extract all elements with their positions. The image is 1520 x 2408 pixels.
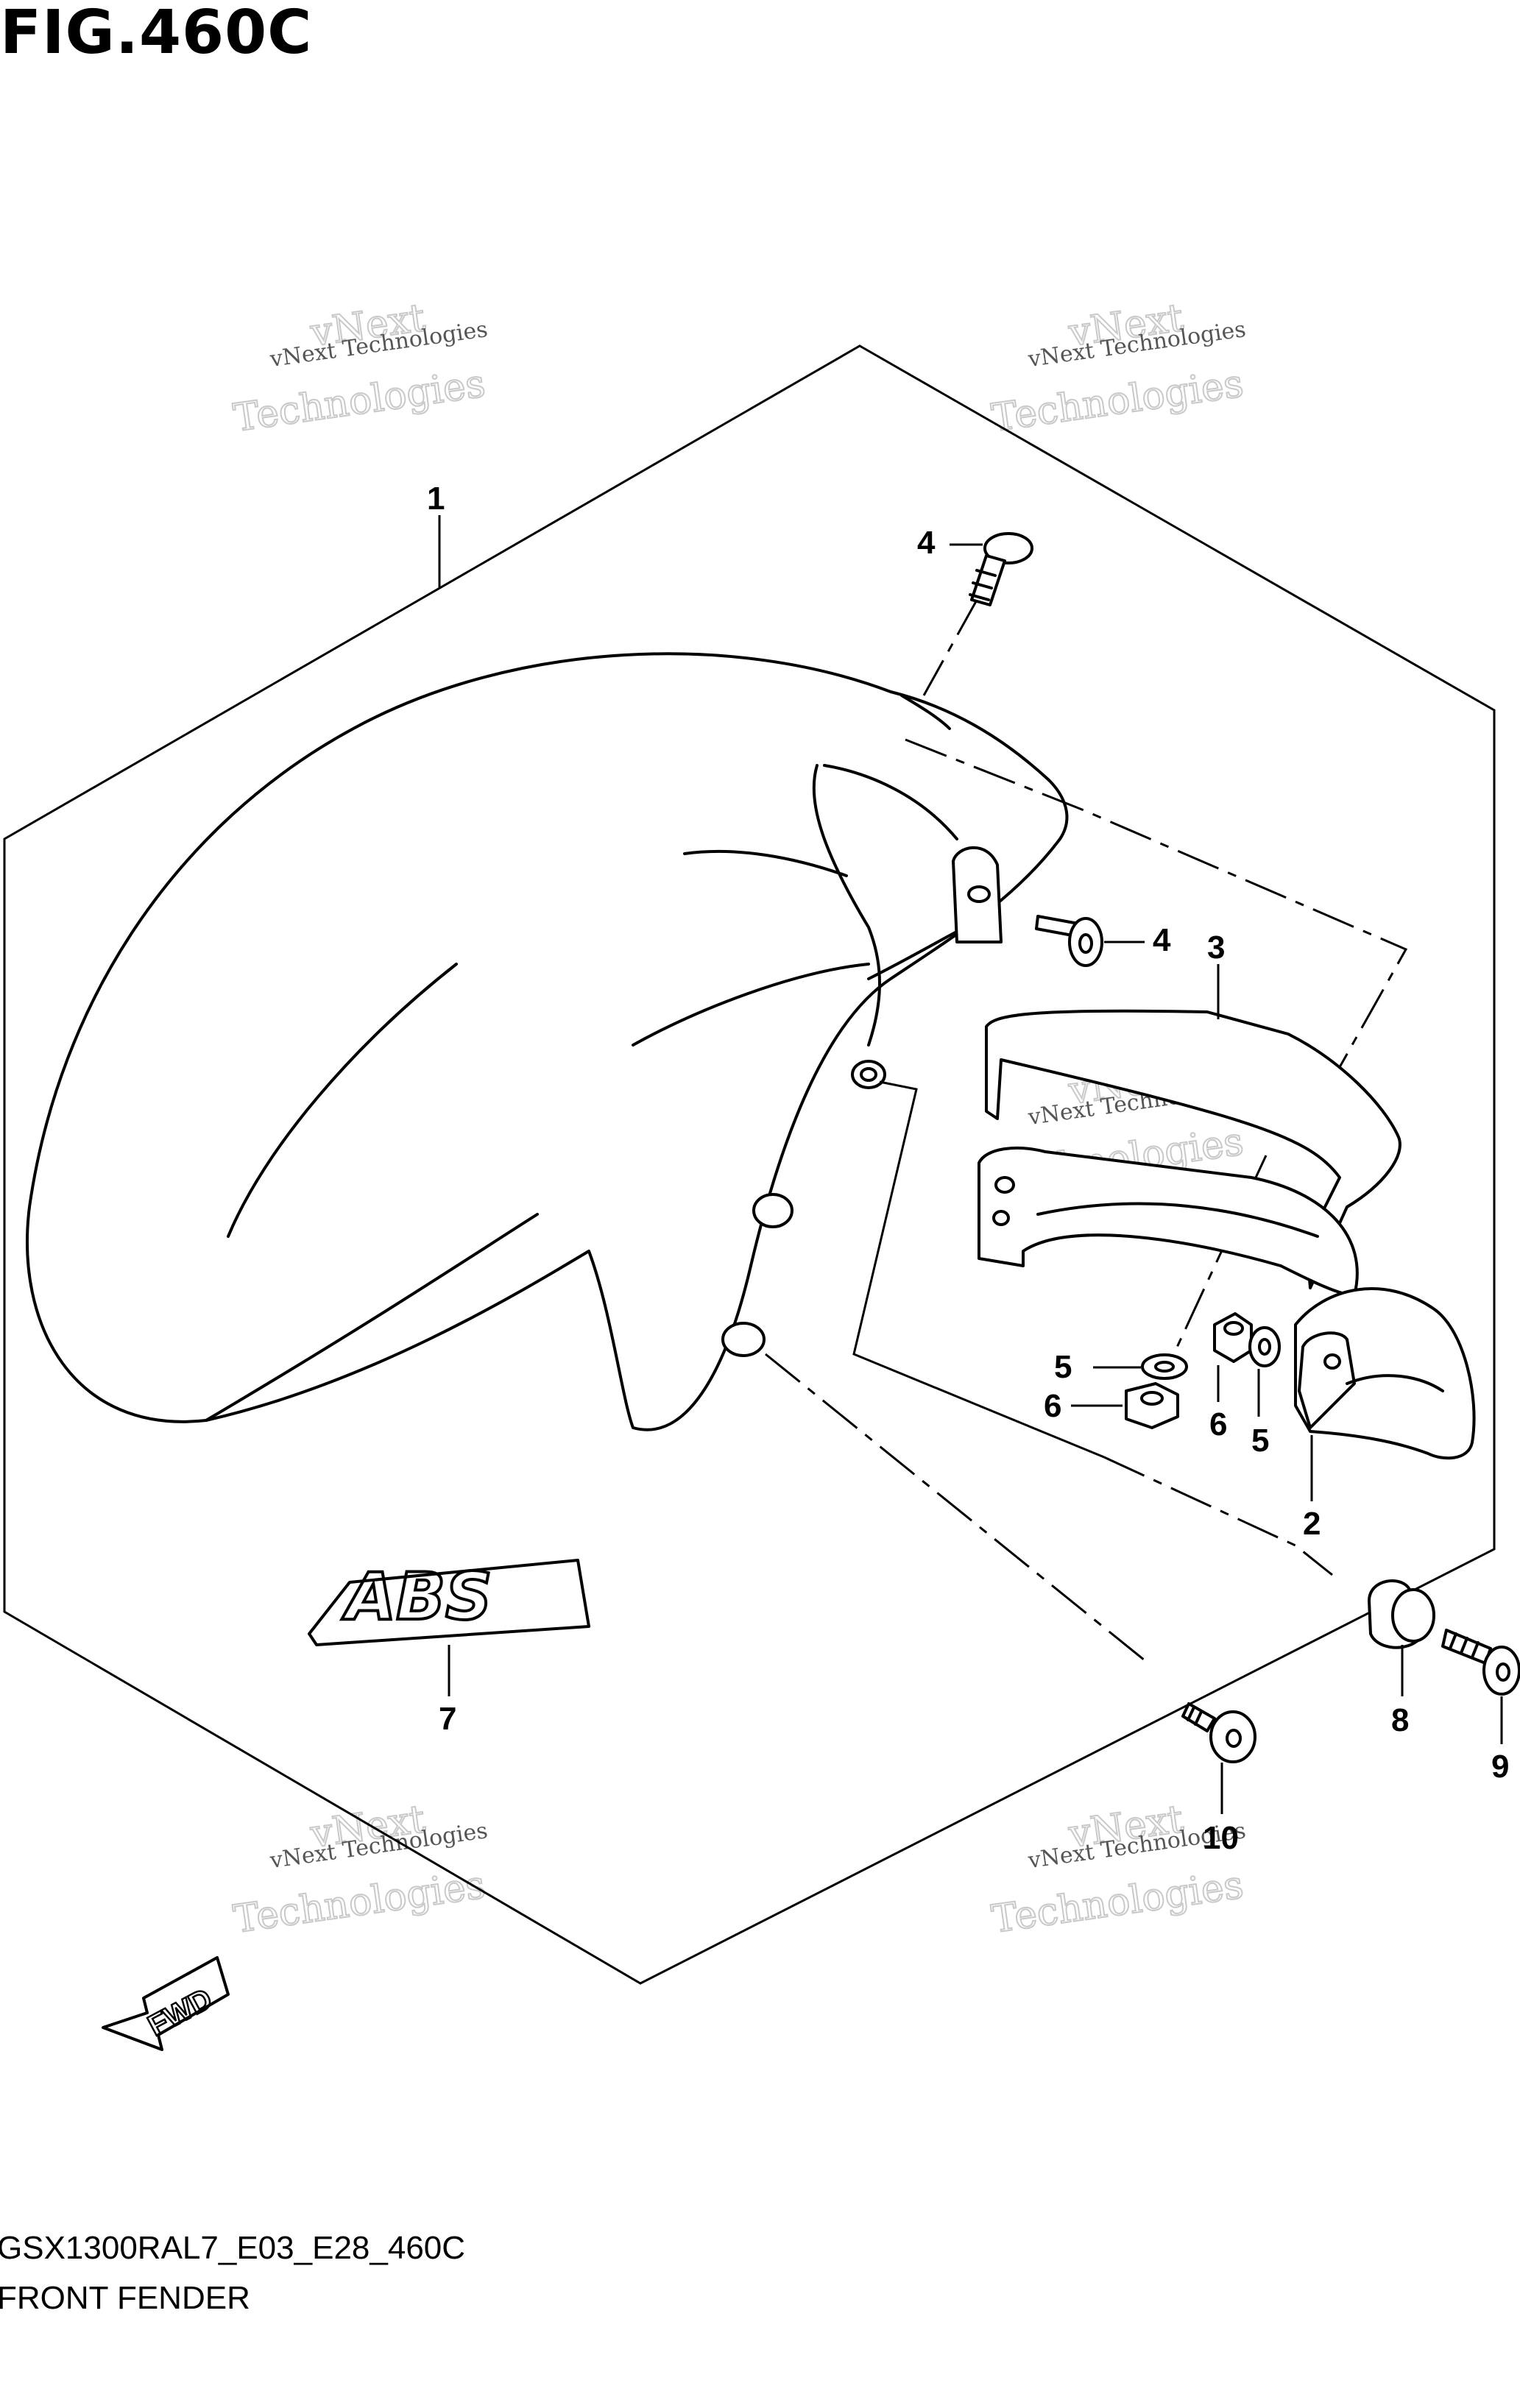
svg-text:Technologies: Technologies xyxy=(231,1863,488,1941)
diagram-caption: FRONT FENDER xyxy=(0,2280,250,2316)
alignment-line-upper xyxy=(905,738,1408,1068)
assembly-boundary xyxy=(3,344,1496,1985)
watermark-bottom-right: vNext Technologies vNext Technologies xyxy=(989,1796,1248,1943)
abs-emblem-part: ABS xyxy=(308,1557,590,1646)
callout-1: 1 xyxy=(427,481,445,517)
watermark-bottom-left: vNext Technologies vNext Technologies xyxy=(230,1796,489,1943)
callout-2: 2 xyxy=(1303,1506,1321,1542)
front-fender-part xyxy=(26,652,1069,1431)
callout-9: 9 xyxy=(1491,1749,1509,1785)
abs-emblem-text: ABS xyxy=(342,1559,492,1635)
bolt-4-side xyxy=(1035,915,1103,967)
svg-text:Technologies: Technologies xyxy=(989,1863,1246,1941)
figure-title: FIG.460C xyxy=(0,0,313,68)
alignment-line-bolt4 xyxy=(922,595,980,696)
fwd-direction-arrow: FWD xyxy=(102,1956,230,2051)
bolt-10 xyxy=(1181,1702,1256,1763)
alignment-line-bolt10 xyxy=(765,1353,1149,1665)
alignment-line-lower xyxy=(852,1080,1105,1459)
diagram-code: GSX1300RAL7_E03_E28_460C xyxy=(0,2230,466,2266)
callout-3: 3 xyxy=(1207,929,1225,966)
callout-4-side: 4 xyxy=(1153,922,1171,958)
callout-6-left: 6 xyxy=(1044,1388,1061,1424)
callout-8: 8 xyxy=(1391,1702,1409,1738)
callout-10: 10 xyxy=(1203,1820,1239,1856)
callout-5-left: 5 xyxy=(1054,1349,1072,1385)
washer-5-right xyxy=(1248,1326,1281,1367)
washer-5-left xyxy=(1141,1353,1188,1380)
rear-bracket-part xyxy=(1294,1287,1476,1460)
callout-6-right: 6 xyxy=(1209,1406,1227,1442)
watermark-top-right: vNext Technologies vNext Technologies xyxy=(989,295,1248,442)
leader-lines xyxy=(438,515,1503,1814)
bolt-9 xyxy=(1441,1629,1520,1696)
bolt-4-upper xyxy=(969,532,1033,606)
svg-text:Technologies: Technologies xyxy=(989,361,1246,440)
callout-5-right: 5 xyxy=(1251,1423,1269,1459)
nut-6-left xyxy=(1125,1382,1179,1429)
callout-7: 7 xyxy=(439,1701,456,1737)
grommet-8 xyxy=(1368,1579,1435,1649)
watermark-line3: Technologies xyxy=(231,361,488,440)
watermark-top-left: vNext Technologies vNext Technologies xyxy=(230,295,489,442)
callout-4-upper: 4 xyxy=(917,525,936,561)
alignment-line-rear xyxy=(1103,1456,1333,1576)
nut-6-right xyxy=(1213,1312,1253,1363)
